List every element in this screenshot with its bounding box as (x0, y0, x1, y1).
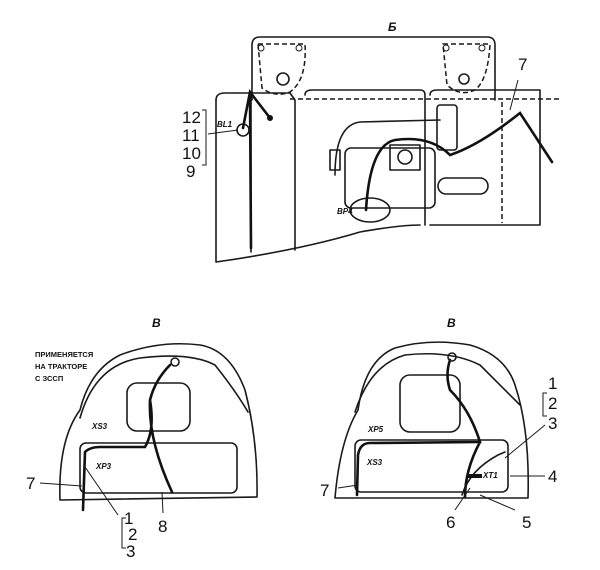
code-xs3: XS3 (366, 458, 383, 467)
bolt-icon (458, 73, 470, 85)
leader-line (509, 79, 519, 111)
bolt-icon (478, 44, 486, 52)
code-bp4: BP4 (337, 207, 353, 216)
clamp-icon (267, 115, 273, 121)
view-b: Б BL1 BP4 12 11 10 9 (182, 20, 560, 263)
leader-line (84, 466, 119, 516)
bottom-curve (215, 99, 421, 263)
lamp-icon (170, 357, 180, 367)
bolt-icon (442, 44, 450, 52)
view-v-left: В ПРИМЕНЯЕТСЯ НА ТРАКТОРЕ С ЗССП XS3 XP3… (26, 316, 258, 561)
leader-line (337, 484, 359, 489)
tank (437, 177, 489, 195)
left-panel-outline (215, 92, 296, 251)
bolt-icon (295, 44, 303, 52)
cover-rib (354, 352, 521, 413)
pipe-fitting (329, 149, 341, 171)
harness-wire (81, 363, 174, 512)
pump-pulley (397, 149, 413, 165)
pump (389, 144, 421, 171)
starter (349, 197, 391, 223)
callout-6: 6 (446, 513, 455, 532)
callout-7: 7 (320, 481, 329, 500)
view-b-title: Б (388, 20, 397, 34)
callout-12: 12 (182, 108, 201, 127)
lamp-icon (447, 352, 457, 362)
cover-outline (59, 342, 258, 501)
code-xs3: XS3 (91, 422, 108, 431)
callout-11: 11 (182, 126, 200, 145)
code-xp3: XP3 (95, 462, 112, 471)
bolt-icon (276, 72, 290, 86)
engine-panel (304, 89, 426, 226)
callout-3: 3 (126, 542, 135, 561)
leader-line (504, 424, 546, 459)
code-xt1: XT1 (482, 471, 498, 480)
right-panel (429, 89, 541, 226)
leader-line (454, 487, 471, 511)
cover-window (399, 374, 461, 433)
cover-window (126, 382, 191, 432)
fuse-block (436, 104, 458, 151)
harness-wire (364, 111, 554, 212)
bracket (542, 392, 547, 417)
callout-7: 7 (518, 55, 527, 74)
callout-2: 2 (128, 525, 137, 544)
callout-3: 3 (548, 414, 557, 433)
leader-line (39, 482, 83, 487)
leader-line (207, 129, 239, 135)
cover-recess (354, 439, 509, 493)
note-line-1: ПРИМЕНЯЕТСЯ (35, 350, 93, 359)
note-line-3: С ЗССП (35, 374, 63, 383)
terminal-block-xt1 (467, 474, 482, 478)
code-bl1: BL1 (217, 120, 233, 129)
harness-branch (461, 451, 506, 496)
callout-1: 1 (124, 509, 133, 528)
bolt-icon (257, 44, 265, 52)
left-bracket-hidden (257, 43, 306, 95)
callout-4: 4 (548, 467, 557, 486)
bracket (202, 109, 207, 166)
cover-recess (79, 442, 238, 494)
callout-1: 1 (548, 374, 557, 393)
bracket (121, 517, 126, 549)
top-cover-outline (251, 36, 496, 101)
view-v-right: В XP5 XS3 XT1 1 2 3 4 5 6 7 (320, 316, 557, 532)
leader-line (161, 491, 164, 514)
callout-9: 9 (186, 162, 195, 181)
harness-wire (355, 358, 482, 499)
callout-8: 8 (158, 517, 167, 536)
callout-2: 2 (548, 394, 557, 413)
callout-7: 7 (26, 474, 35, 493)
note-line-2: НА ТРАКТОРЕ (35, 362, 87, 371)
pipe (334, 119, 441, 176)
leader-line (479, 494, 516, 511)
view-v-right-title: В (447, 316, 456, 330)
callout-5: 5 (522, 513, 531, 532)
callout-10: 10 (182, 144, 201, 163)
code-xp5: XP5 (367, 425, 384, 434)
harness-wire (241, 88, 272, 250)
cover-rib (79, 355, 249, 419)
cover-outline (334, 341, 530, 499)
view-v-left-title: В (152, 316, 161, 330)
